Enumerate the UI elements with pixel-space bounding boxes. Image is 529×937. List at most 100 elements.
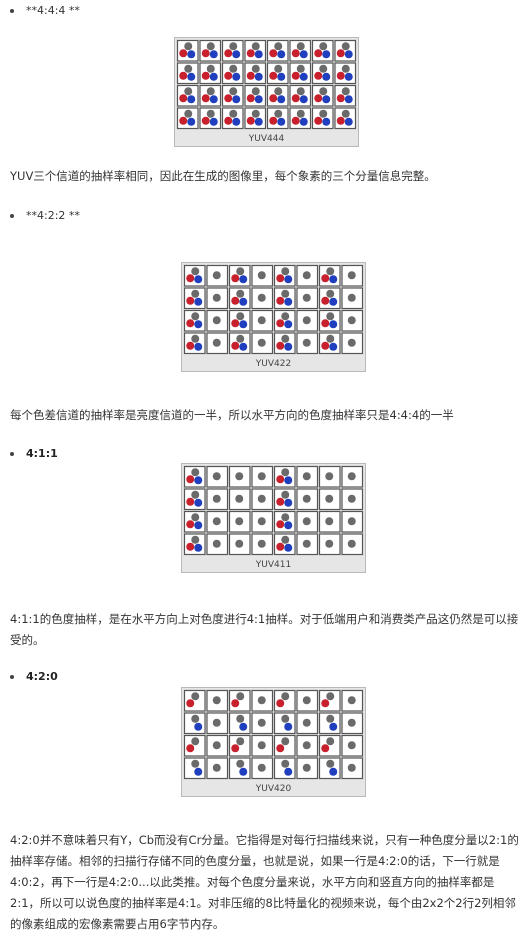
luma-sample — [212, 271, 221, 280]
cr-sample — [314, 49, 323, 58]
cb-sample — [344, 95, 353, 104]
luma-sample — [212, 494, 221, 503]
luma-sample — [184, 109, 193, 118]
luma-sample — [257, 494, 266, 503]
luma-sample — [325, 472, 334, 481]
luma-sample — [347, 494, 356, 503]
cb-sample — [284, 320, 293, 329]
cb-sample — [299, 95, 308, 104]
cr-sample — [276, 520, 285, 529]
luma-sample — [236, 334, 245, 343]
cr-sample — [186, 341, 195, 350]
luma-sample — [302, 741, 311, 750]
luma-sample — [184, 42, 193, 51]
cr-sample — [321, 699, 330, 708]
cr-sample — [231, 319, 240, 328]
yuv422-diagram: YUV422 — [181, 262, 366, 372]
luma-sample — [184, 87, 193, 96]
luma-sample — [302, 539, 311, 548]
cb-sample — [232, 95, 241, 104]
luma-sample — [235, 539, 244, 548]
bullet-dot — [10, 213, 14, 218]
luma-sample — [326, 692, 335, 701]
section-heading-420: 4:2:0 — [10, 670, 58, 683]
cb-sample — [322, 72, 331, 81]
luma-sample — [191, 759, 200, 768]
luma-sample — [257, 293, 266, 302]
cb-sample — [232, 50, 241, 59]
description-411: 4:1:1的色度抽样，是在水平方向上对色度进行4:1抽样。对于低端用户和消费类产… — [10, 612, 519, 647]
luma-sample — [274, 42, 283, 51]
luma-sample — [236, 737, 245, 746]
luma-sample — [326, 759, 335, 768]
luma-sample — [302, 338, 311, 347]
cb-sample — [322, 95, 331, 104]
luma-sample — [236, 714, 245, 723]
cb-sample — [284, 498, 293, 507]
cr-sample — [246, 71, 255, 80]
cb-sample — [299, 72, 308, 81]
cb-sample — [284, 543, 293, 552]
luma-sample — [302, 271, 311, 280]
luma-sample — [325, 494, 334, 503]
luma-sample — [212, 338, 221, 347]
luma-sample — [206, 109, 215, 118]
cr-sample — [179, 71, 188, 80]
cr-sample — [201, 94, 210, 103]
luma-sample — [319, 109, 328, 118]
cr-sample — [321, 274, 330, 283]
cb-sample — [209, 50, 218, 59]
cb-sample — [284, 722, 293, 731]
yuv420-diagram: YUV420 — [181, 687, 366, 797]
cb-sample — [239, 320, 248, 329]
sample-grid — [183, 689, 364, 780]
luma-sample — [341, 64, 350, 73]
luma-sample — [281, 267, 290, 276]
cb-sample — [209, 72, 218, 81]
cb-sample — [194, 521, 203, 530]
luma-sample — [257, 696, 266, 705]
cr-sample — [314, 71, 323, 80]
cr-sample — [186, 274, 195, 283]
luma-sample — [251, 42, 260, 51]
luma-sample — [347, 271, 356, 280]
cr-sample — [186, 699, 195, 708]
luma-sample — [347, 696, 356, 705]
luma-sample — [281, 513, 290, 522]
luma-sample — [319, 42, 328, 51]
cb-sample — [187, 72, 196, 81]
cb-sample — [284, 767, 293, 776]
luma-sample — [257, 763, 266, 772]
cr-sample — [224, 116, 233, 125]
cr-sample — [224, 71, 233, 80]
cr-sample — [321, 319, 330, 328]
cr-sample — [336, 94, 345, 103]
sample-grid — [176, 39, 357, 130]
cr-sample — [276, 319, 285, 328]
luma-sample — [302, 763, 311, 772]
luma-sample — [235, 517, 244, 526]
cb-sample — [194, 275, 203, 284]
luma-sample — [257, 338, 266, 347]
luma-sample — [326, 714, 335, 723]
cr-sample — [186, 542, 195, 551]
luma-sample — [191, 535, 200, 544]
luma-sample — [281, 334, 290, 343]
figure-caption: YUV444 — [248, 134, 285, 144]
cr-sample — [269, 71, 278, 80]
luma-sample — [257, 517, 266, 526]
cr-sample — [336, 116, 345, 125]
luma-sample — [251, 109, 260, 118]
luma-sample — [302, 718, 311, 727]
luma-sample — [281, 535, 290, 544]
luma-sample — [257, 271, 266, 280]
cr-sample — [179, 94, 188, 103]
yuv444-diagram: YUV444 — [174, 37, 359, 147]
cb-sample — [194, 498, 203, 507]
luma-sample — [236, 312, 245, 321]
cr-sample — [231, 274, 240, 283]
luma-sample — [236, 759, 245, 768]
cb-sample — [209, 95, 218, 104]
cb-sample — [194, 767, 203, 776]
luma-sample — [281, 737, 290, 746]
